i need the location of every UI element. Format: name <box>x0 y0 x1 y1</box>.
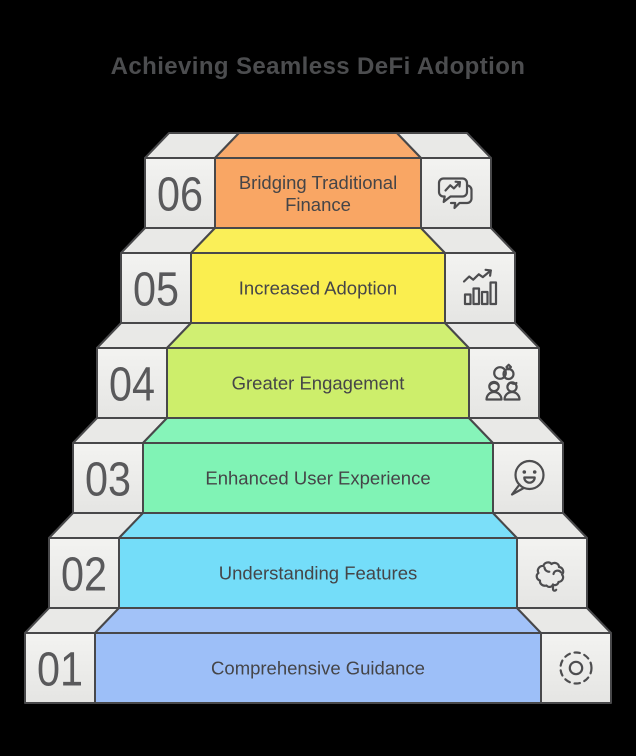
step-02: 02 Understanding Features <box>48 512 588 609</box>
number-box <box>144 157 216 229</box>
step-number: 04 <box>109 359 155 412</box>
step-bar <box>166 347 470 419</box>
step-number: 02 <box>61 549 107 602</box>
engagement-people-icon <box>485 363 521 401</box>
smiley-face-bubble-icon <box>510 459 545 496</box>
step-bar <box>94 632 542 704</box>
icon-box <box>516 537 588 609</box>
step-bar <box>142 442 494 514</box>
step-number: 05 <box>133 264 179 317</box>
number-box <box>24 632 96 704</box>
step-label-line: Bridging Traditional <box>239 172 397 193</box>
icon-box <box>540 632 612 704</box>
bar-chart-growth-icon <box>462 268 498 306</box>
step-label: Enhanced User Experience <box>205 468 430 489</box>
step-bar-top-face <box>190 227 446 254</box>
step-number: 03 <box>85 454 131 507</box>
icon-box <box>444 252 516 324</box>
step-label-line: Finance <box>285 194 351 215</box>
step-04: 04 Greater Engagement <box>96 322 540 419</box>
step-number: 01 <box>37 644 83 697</box>
step-label: Increased Adoption <box>239 278 397 299</box>
step-label: Greater Engagement <box>232 373 405 394</box>
step-05: 05 Increased Adoption <box>120 227 516 324</box>
page-title: Achieving Seamless DeFi Adoption <box>111 53 526 80</box>
step-bar-top-face <box>118 512 518 539</box>
target-dashed-circle-icon <box>559 651 593 685</box>
icon-box <box>468 347 540 419</box>
step-bar-top-face <box>94 607 542 634</box>
step-bar-top-face <box>214 132 422 159</box>
step-01: 01 Comprehensive Guidance <box>24 607 612 704</box>
chat-trend-icon <box>437 177 473 210</box>
step-number: 06 <box>157 169 203 222</box>
number-box <box>120 252 192 324</box>
step-03: 03 Enhanced User Experience <box>72 417 564 514</box>
step-bar-top-face <box>142 417 494 444</box>
step-label: Comprehensive Guidance <box>211 658 425 679</box>
step-bar <box>190 252 446 324</box>
step-bar-top-face <box>166 322 470 349</box>
step-bar <box>118 537 518 609</box>
brain-icon <box>535 561 565 592</box>
step-label: Understanding Features <box>219 563 417 584</box>
